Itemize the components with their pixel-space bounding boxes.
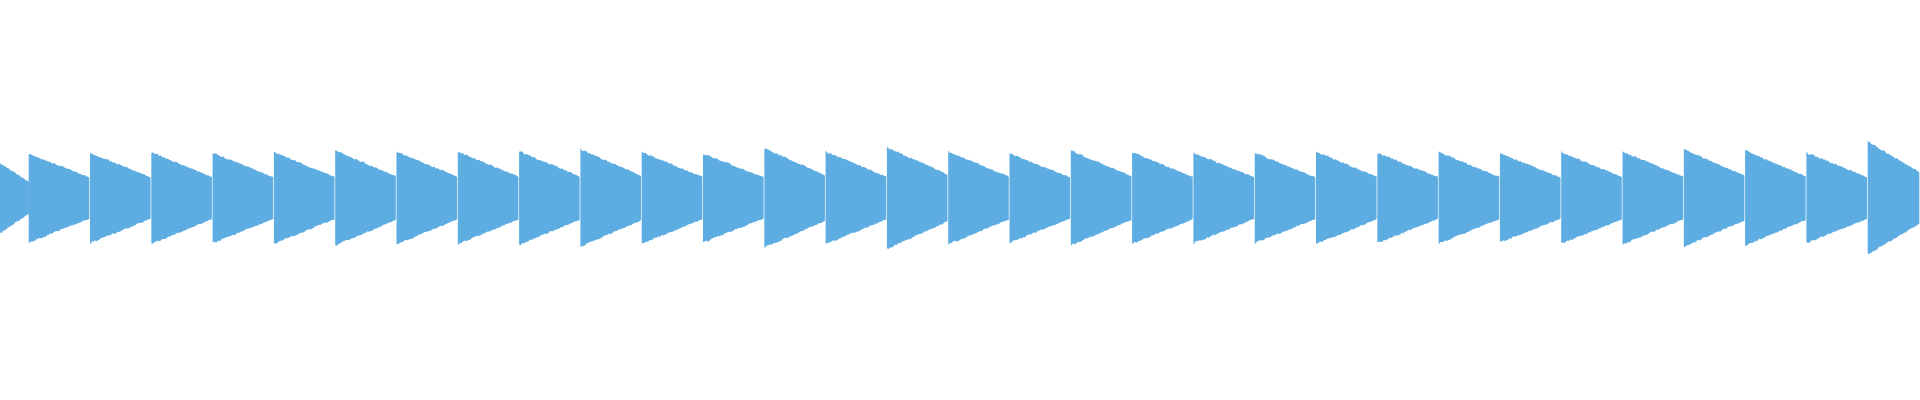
waveform-beat-19	[1070, 150, 1132, 246]
waveform-beat-15	[825, 150, 887, 244]
waveform-beat-14	[764, 148, 825, 249]
waveform-beat-23	[1316, 151, 1377, 244]
waveform-beat-32	[1867, 141, 1920, 254]
waveform-beat-24	[1377, 153, 1438, 243]
waveform-beat-13	[703, 154, 764, 243]
waveform-beat-26	[1499, 153, 1561, 242]
waveform-beat-11	[580, 147, 641, 248]
waveform-beat-1	[0, 163, 29, 233]
waveform-beat-29	[1683, 149, 1745, 248]
waveform-beat-20	[1132, 152, 1193, 245]
waveform-beat-5	[212, 153, 274, 243]
waveform-beat-16	[886, 146, 948, 249]
waveform-beat-2	[28, 153, 90, 244]
waveform-beat-25	[1438, 151, 1500, 245]
waveform-beat-12	[641, 151, 703, 244]
waveform-beat-8	[396, 151, 458, 245]
waveform-beat-6	[273, 151, 335, 244]
waveform-beat-27	[1561, 150, 1622, 244]
waveform-beat-4	[151, 152, 212, 244]
waveform-beat-3	[90, 153, 151, 245]
waveform-beat-17	[948, 150, 1009, 245]
waveform-beat-9	[457, 151, 519, 246]
waveform-beat-21	[1193, 152, 1254, 245]
waveform-beat-22	[1254, 153, 1316, 245]
waveform-beat-31	[1806, 151, 1867, 243]
waveform-beat-10	[519, 151, 580, 246]
waveform-beat-30	[1745, 150, 1806, 246]
waveform-beat-7	[335, 150, 396, 246]
waveform-beat-18	[1009, 153, 1071, 244]
waveform-beat-28	[1622, 151, 1684, 246]
